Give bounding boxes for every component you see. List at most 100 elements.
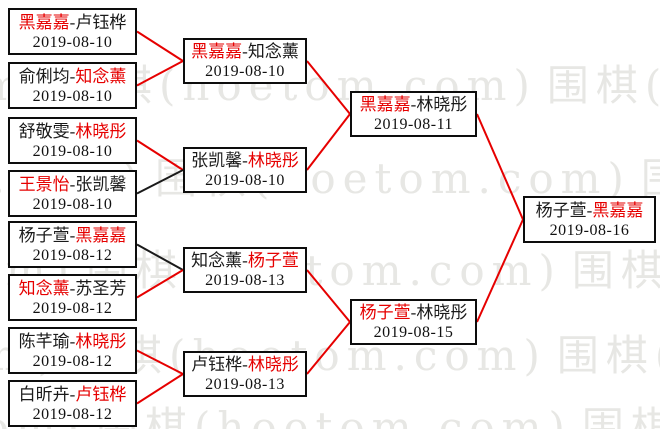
match-players: 白昕卉-卢钰桦 bbox=[19, 384, 127, 405]
watermark-text: 围棋(hoetom.com) bbox=[581, 403, 660, 429]
player-separator: - bbox=[69, 278, 76, 298]
match-date: 2019-08-12 bbox=[32, 352, 113, 370]
connector-r1m8-r2m4 bbox=[136, 373, 184, 405]
player-name: 苏圣芳 bbox=[75, 278, 127, 298]
player-name: 白昕卉 bbox=[18, 384, 70, 404]
match-date: 2019-08-15 bbox=[373, 324, 454, 341]
player-separator: - bbox=[69, 66, 76, 86]
player-separator: - bbox=[69, 225, 76, 245]
watermark-text: 围棋(hoetom.com) bbox=[95, 403, 572, 429]
player-name: 黑嘉嘉 bbox=[18, 12, 70, 32]
match-players: 王景怡-张凯馨 bbox=[19, 174, 127, 195]
connector-r2m3-r3m2 bbox=[306, 269, 351, 323]
connector-r2m2-r3m1 bbox=[306, 113, 351, 171]
match-players: 黑嘉嘉-卢钰桦 bbox=[19, 12, 127, 33]
match-box-r1-m1: 黑嘉嘉-卢钰桦 2019-08-10 bbox=[8, 8, 137, 55]
player-name: 黑嘉嘉 bbox=[191, 42, 243, 61]
player-name: 知念薰 bbox=[18, 278, 70, 298]
player-name: 杨子萱 bbox=[535, 200, 587, 220]
player-name: 林晓彤 bbox=[416, 303, 468, 322]
match-date: 2019-08-10 bbox=[205, 172, 285, 189]
match-date: 2019-08-16 bbox=[549, 221, 630, 239]
player-name: 卢钰桦 bbox=[75, 384, 127, 404]
match-players: 黑嘉嘉-知念薰 bbox=[191, 41, 299, 62]
match-date: 2019-08-10 bbox=[32, 33, 113, 51]
match-box-r1-m5: 杨子萱-黑嘉嘉 2019-08-12 bbox=[8, 221, 137, 268]
match-date: 2019-08-10 bbox=[32, 87, 113, 105]
match-date: 2019-08-11 bbox=[373, 116, 454, 133]
player-name: 杨子萱 bbox=[247, 251, 299, 270]
player-name: 张凯馨 bbox=[191, 151, 243, 170]
match-box-r2-m3: 知念薰-杨子萱 2019-08-13 bbox=[183, 247, 307, 293]
match-box-r1-m2: 俞俐均-知念薰 2019-08-10 bbox=[8, 62, 137, 109]
match-players: 黑嘉嘉-林晓彤 bbox=[360, 94, 468, 115]
watermark-text: 围棋(hoetom.com) bbox=[546, 61, 660, 110]
match-box-final: 杨子萱-黑嘉嘉 2019-08-16 bbox=[523, 196, 656, 243]
match-date: 2019-08-10 bbox=[32, 195, 113, 213]
player-separator: - bbox=[410, 95, 417, 114]
match-box-r2-m2: 张凯馨-林晓彤 2019-08-10 bbox=[183, 147, 307, 193]
connector-r2m1-r3m1 bbox=[306, 60, 351, 115]
player-name: 卢钰桦 bbox=[191, 355, 243, 374]
player-name: 黑嘉嘉 bbox=[592, 200, 644, 220]
player-name: 舒敬雯 bbox=[18, 121, 70, 141]
player-name: 知念薰 bbox=[75, 66, 127, 86]
match-players: 张凯馨-林晓彤 bbox=[191, 150, 299, 171]
match-players: 知念薰-苏圣芳 bbox=[19, 278, 127, 299]
player-name: 杨子萱 bbox=[359, 303, 411, 322]
watermark-text: 围棋(hoetom.com) bbox=[85, 246, 562, 295]
match-box-r3-m2: 杨子萱-林晓彤 2019-08-15 bbox=[350, 299, 477, 345]
player-separator: - bbox=[586, 200, 593, 220]
match-date: 2019-08-10 bbox=[205, 63, 285, 80]
match-players: 杨子萱-黑嘉嘉 bbox=[19, 225, 127, 246]
player-name: 王景怡 bbox=[18, 174, 70, 194]
connector-r3m1-final bbox=[476, 113, 524, 220]
match-date: 2019-08-13 bbox=[205, 272, 285, 289]
connector-r1m3-r2m2 bbox=[136, 139, 184, 171]
connector-r1m5-r2m3 bbox=[136, 243, 184, 271]
match-players: 杨子萱-黑嘉嘉 bbox=[536, 200, 644, 221]
match-players: 卢钰桦-林晓彤 bbox=[191, 354, 299, 375]
connector-r1m4-r2m2 bbox=[136, 169, 184, 195]
match-box-r1-m8: 白昕卉-卢钰桦 2019-08-12 bbox=[8, 380, 137, 427]
match-players: 陈芊瑜-林晓彤 bbox=[19, 331, 127, 352]
player-separator: - bbox=[69, 174, 76, 194]
connector-r2m4-r3m2 bbox=[306, 321, 351, 375]
player-name: 俞俐均 bbox=[18, 66, 70, 86]
match-players: 舒敬雯-林晓彤 bbox=[19, 121, 127, 142]
player-separator: - bbox=[410, 303, 417, 322]
player-name: 黑嘉嘉 bbox=[75, 225, 127, 245]
match-box-r1-m6: 知念薰-苏圣芳 2019-08-12 bbox=[8, 274, 137, 321]
player-separator: - bbox=[69, 12, 76, 32]
match-box-r2-m1: 黑嘉嘉-知念薰 2019-08-10 bbox=[183, 38, 307, 84]
player-name: 林晓彤 bbox=[75, 331, 127, 351]
connector-r3m2-final bbox=[476, 219, 524, 323]
match-players: 杨子萱-林晓彤 bbox=[360, 302, 468, 323]
match-box-r3-m1: 黑嘉嘉-林晓彤 2019-08-11 bbox=[350, 91, 477, 137]
player-name: 林晓彤 bbox=[75, 121, 127, 141]
player-name: 知念薰 bbox=[247, 42, 299, 61]
player-name: 杨子萱 bbox=[18, 225, 70, 245]
player-name: 知念薰 bbox=[191, 251, 243, 270]
player-name: 林晓彤 bbox=[247, 151, 299, 170]
match-date: 2019-08-13 bbox=[205, 376, 285, 393]
player-separator: - bbox=[69, 121, 76, 141]
connector-r1m2-r2m1 bbox=[136, 60, 184, 87]
match-players: 俞俐均-知念薰 bbox=[19, 66, 127, 87]
match-players: 知念薰-杨子萱 bbox=[191, 250, 299, 271]
match-box-r1-m3: 舒敬雯-林晓彤 2019-08-10 bbox=[8, 117, 137, 164]
match-box-r1-m7: 陈芊瑜-林晓彤 2019-08-12 bbox=[8, 327, 137, 374]
match-box-r1-m4: 王景怡-张凯馨 2019-08-10 bbox=[8, 170, 137, 217]
match-date: 2019-08-10 bbox=[32, 142, 113, 160]
match-date: 2019-08-12 bbox=[32, 405, 113, 423]
connector-r1m7-r2m4 bbox=[136, 349, 184, 375]
watermark-text: 围棋(hoetom.com) bbox=[556, 331, 660, 380]
player-name: 陈芊瑜 bbox=[18, 331, 70, 351]
watermark-text: 围棋(hoetom.com) bbox=[70, 331, 547, 380]
player-separator: - bbox=[242, 151, 248, 170]
player-name: 黑嘉嘉 bbox=[359, 95, 411, 114]
match-date: 2019-08-12 bbox=[32, 246, 113, 264]
connector-r1m1-r2m1 bbox=[136, 30, 184, 62]
player-name: 林晓彤 bbox=[247, 355, 299, 374]
